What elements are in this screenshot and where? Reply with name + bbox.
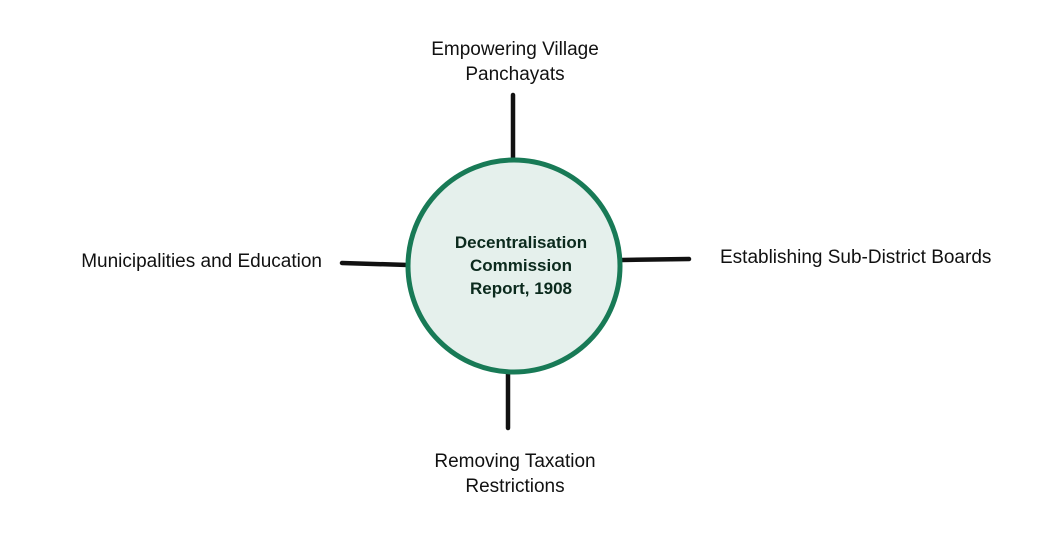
center-node-title: Decentralisation Commission Report, 1908 [454,233,588,298]
branch-label-top: Empowering Village Panchayats [431,39,599,85]
branch-label-right: Establishing Sub-District Boards [720,247,992,268]
connector-left [339,260,411,268]
center-node [405,157,623,375]
branch-label-bottom: Removing Taxation Restrictions [434,451,596,497]
connector-right [619,256,692,263]
branch-label-left: Municipalities and Education [81,251,322,272]
